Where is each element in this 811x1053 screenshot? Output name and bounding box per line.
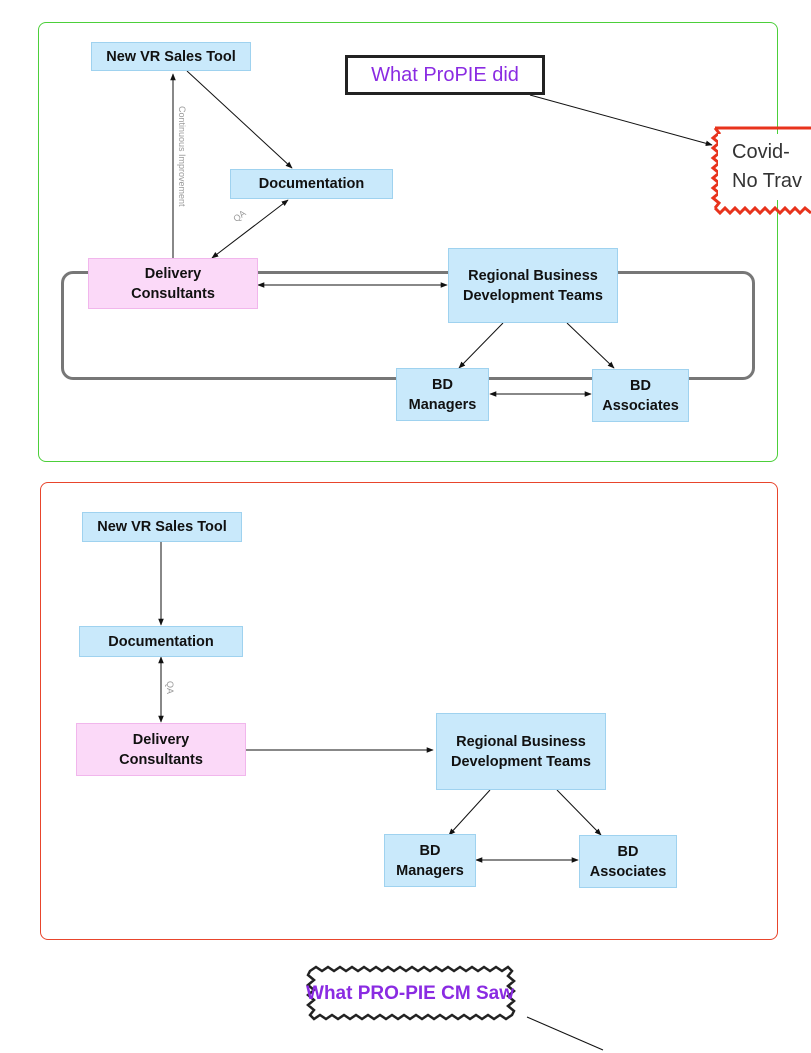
covid-line-2: No Trav (732, 170, 803, 192)
top-diagram-frame (38, 22, 778, 462)
footer-leader-line (526, 1016, 604, 1051)
covid-callout: Covid- No Trav (718, 134, 811, 200)
bottom-diagram-frame (40, 482, 778, 940)
top-bd-associates-label: BD Associates (602, 377, 679, 414)
bottom-delivery-label: Delivery Consultants (119, 731, 203, 768)
edge-regional-associates-bottom (556, 789, 602, 836)
edge-regional-associates-top (566, 322, 615, 369)
top-bd-associates-node: BD Associates (592, 369, 689, 422)
top-regional-label: Regional Business Development Teams (463, 267, 603, 304)
top-regional-node: Regional Business Development Teams (448, 248, 618, 323)
cm-saw-callout-border (306, 965, 516, 1021)
top-documentation-label: Documentation (258, 176, 365, 192)
continuous-improvement-label: Continuous Improvement (177, 106, 187, 207)
top-sales-tool-node: New VR Sales Tool (91, 42, 251, 71)
bottom-regional-node: Regional Business Development Teams (436, 713, 606, 790)
top-delivery-label: Delivery Consultants (131, 265, 215, 302)
bottom-bd-managers-label: BD Managers (396, 842, 464, 879)
what-propie-did-callout: What ProPIE did (345, 55, 545, 95)
bottom-documentation-node: Documentation (79, 626, 243, 657)
bottom-delivery-node: Delivery Consultants (76, 723, 246, 776)
what-pro-pie-cm-saw-label: What PRO-PIE CM Saw (306, 983, 514, 1004)
edge-regional-managers-top (458, 322, 504, 369)
qa-label-bottom: QA (165, 681, 175, 695)
top-documentation-node: Documentation (230, 169, 393, 199)
bottom-documentation-label: Documentation (108, 633, 214, 650)
bottom-bd-managers-node: BD Managers (384, 834, 476, 887)
top-bd-managers-label: BD Managers (408, 376, 477, 413)
bottom-bd-associates-node: BD Associates (579, 835, 677, 888)
edge-regional-managers-bottom (448, 789, 491, 836)
covid-line-1: Covid- (732, 141, 790, 163)
bottom-bd-associates-label: BD Associates (589, 843, 667, 880)
edge-callout-to-covid (529, 94, 713, 147)
edge-qa-top (211, 199, 289, 259)
top-bd-managers-node: BD Managers (396, 368, 489, 421)
covid-box-border (710, 126, 811, 216)
edge-tool-to-docs (186, 70, 293, 169)
bottom-regional-label: Regional Business Development Teams (451, 733, 591, 770)
bottom-sales-tool-label: New VR Sales Tool (97, 519, 227, 535)
top-delivery-node: Delivery Consultants (88, 258, 258, 309)
what-propie-did-label: What ProPIE did (371, 63, 519, 86)
top-sales-tool-label: New VR Sales Tool (106, 48, 236, 65)
bottom-sales-tool-node: New VR Sales Tool (82, 512, 242, 542)
